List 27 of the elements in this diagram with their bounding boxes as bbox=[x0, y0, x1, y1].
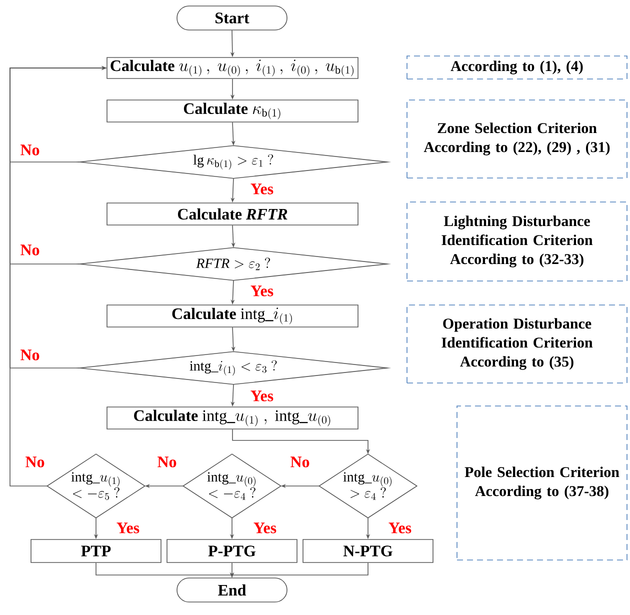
note-box: According to (1), (4) bbox=[406, 56, 628, 80]
terminal-box: Start bbox=[176, 6, 288, 30]
edge-label: No bbox=[24, 456, 46, 468]
process-box: Calculate $u_{(1)}\,,\ u_{(0)}\,,\ i_{(1)}\,,\ i_{(0)}\,,\ u_{\mathrm{b}(1)}$ bbox=[106, 57, 358, 79]
process-box: Calculate $\kappa_{\mathrm{b}(1)}$ bbox=[106, 100, 358, 122]
edge-label: No bbox=[19, 348, 41, 362]
note-box: Operation Disturbance Identification Criterion According to (35) bbox=[406, 304, 628, 384]
process-box: Calculate $\mathrm{intg}\_u_{(1)}\ ,\ \mathrm{intg}\_u_{(0)}$ bbox=[106, 406, 358, 430]
edge-label: No bbox=[19, 144, 41, 156]
process-box: Calculate RFTR bbox=[106, 202, 358, 226]
edge-label: No bbox=[19, 244, 41, 256]
result-box: N-PTG bbox=[302, 539, 434, 563]
edge-label: Yes bbox=[252, 522, 278, 534]
terminal-box: End bbox=[176, 578, 288, 602]
note-box: Pole Selection Criterion According to (37-38) bbox=[456, 406, 628, 560]
edge-label: Yes bbox=[115, 522, 141, 534]
edge-label: No bbox=[289, 456, 311, 468]
note-box: Lightning Disturbance Identification Criterion According to (32-33) bbox=[406, 202, 628, 282]
process-box: Calculate $\mathrm{intg}\_i_{(1)}$ bbox=[106, 304, 358, 328]
note-box: Zone Selection Criterion According to (22), (29) , (31) bbox=[406, 100, 628, 178]
edge-label: Yes bbox=[249, 284, 275, 298]
result-box: P-PTG bbox=[166, 539, 298, 563]
edge-label: Yes bbox=[249, 182, 275, 196]
edge-label: Yes bbox=[387, 522, 413, 534]
result-box: PTP bbox=[30, 539, 162, 563]
edge-label: No bbox=[156, 456, 178, 468]
edge-label: Yes bbox=[249, 390, 275, 402]
